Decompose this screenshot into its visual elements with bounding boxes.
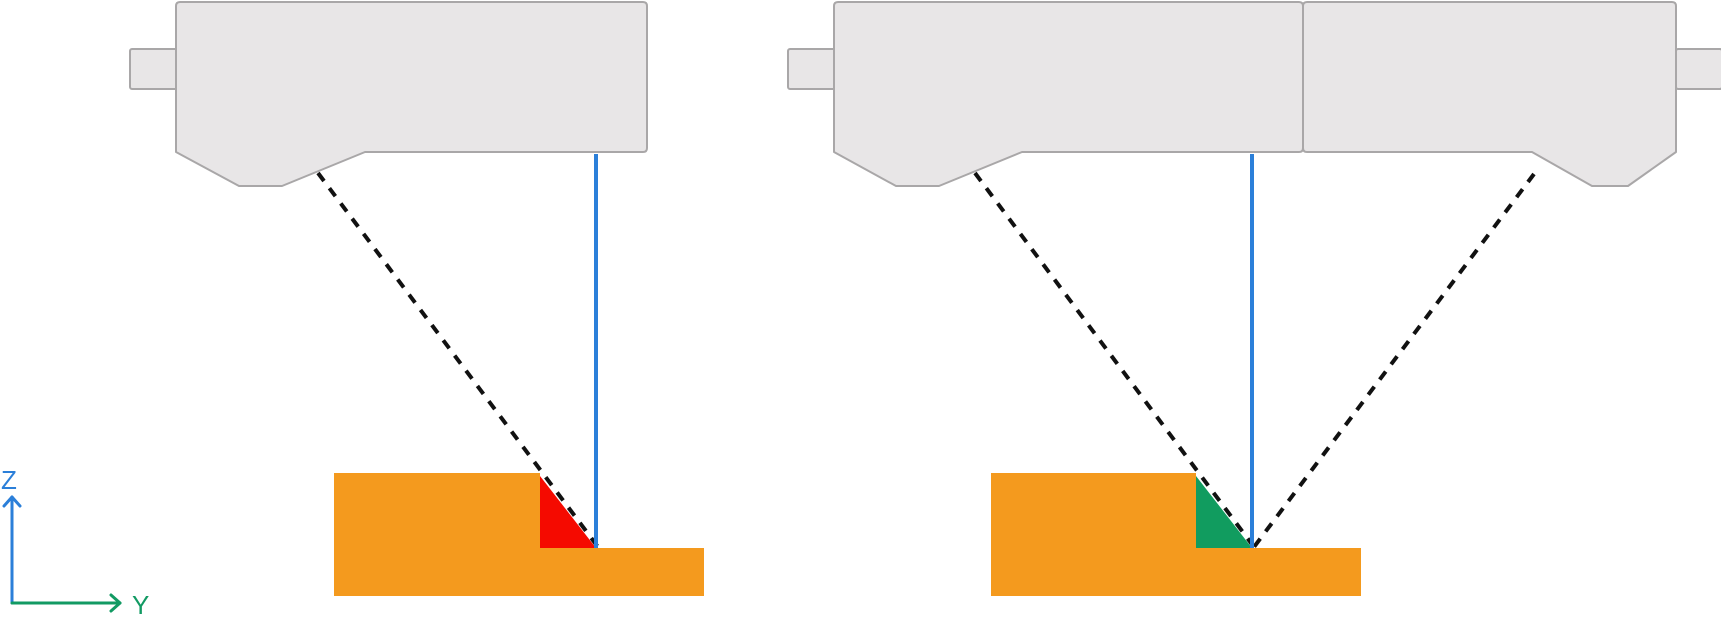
y-axis-label: Y	[132, 590, 149, 620]
y-axis-arrowhead	[109, 593, 122, 613]
sensor-connector-right	[1675, 48, 1721, 90]
scene-single-camera	[129, 1, 704, 596]
sensor-head-left	[833, 1, 1304, 187]
sensor-head-right	[1302, 1, 1677, 187]
scene-dual-camera	[787, 1, 1721, 596]
occluded-region	[540, 476, 596, 548]
axis-indicator: Z Y	[1, 465, 149, 620]
z-axis-label: Z	[1, 465, 17, 495]
z-axis-arrowhead	[2, 495, 22, 508]
camera-sightline-right	[1252, 172, 1536, 549]
sensor-head	[175, 1, 648, 187]
sensor-connector-left	[129, 48, 179, 90]
visible-region	[1196, 476, 1252, 548]
camera-sightline	[316, 171, 600, 549]
sensor-connector-left	[787, 48, 837, 90]
workpiece	[991, 473, 1361, 596]
camera-sightline-left	[973, 171, 1256, 549]
workpiece	[334, 473, 704, 596]
